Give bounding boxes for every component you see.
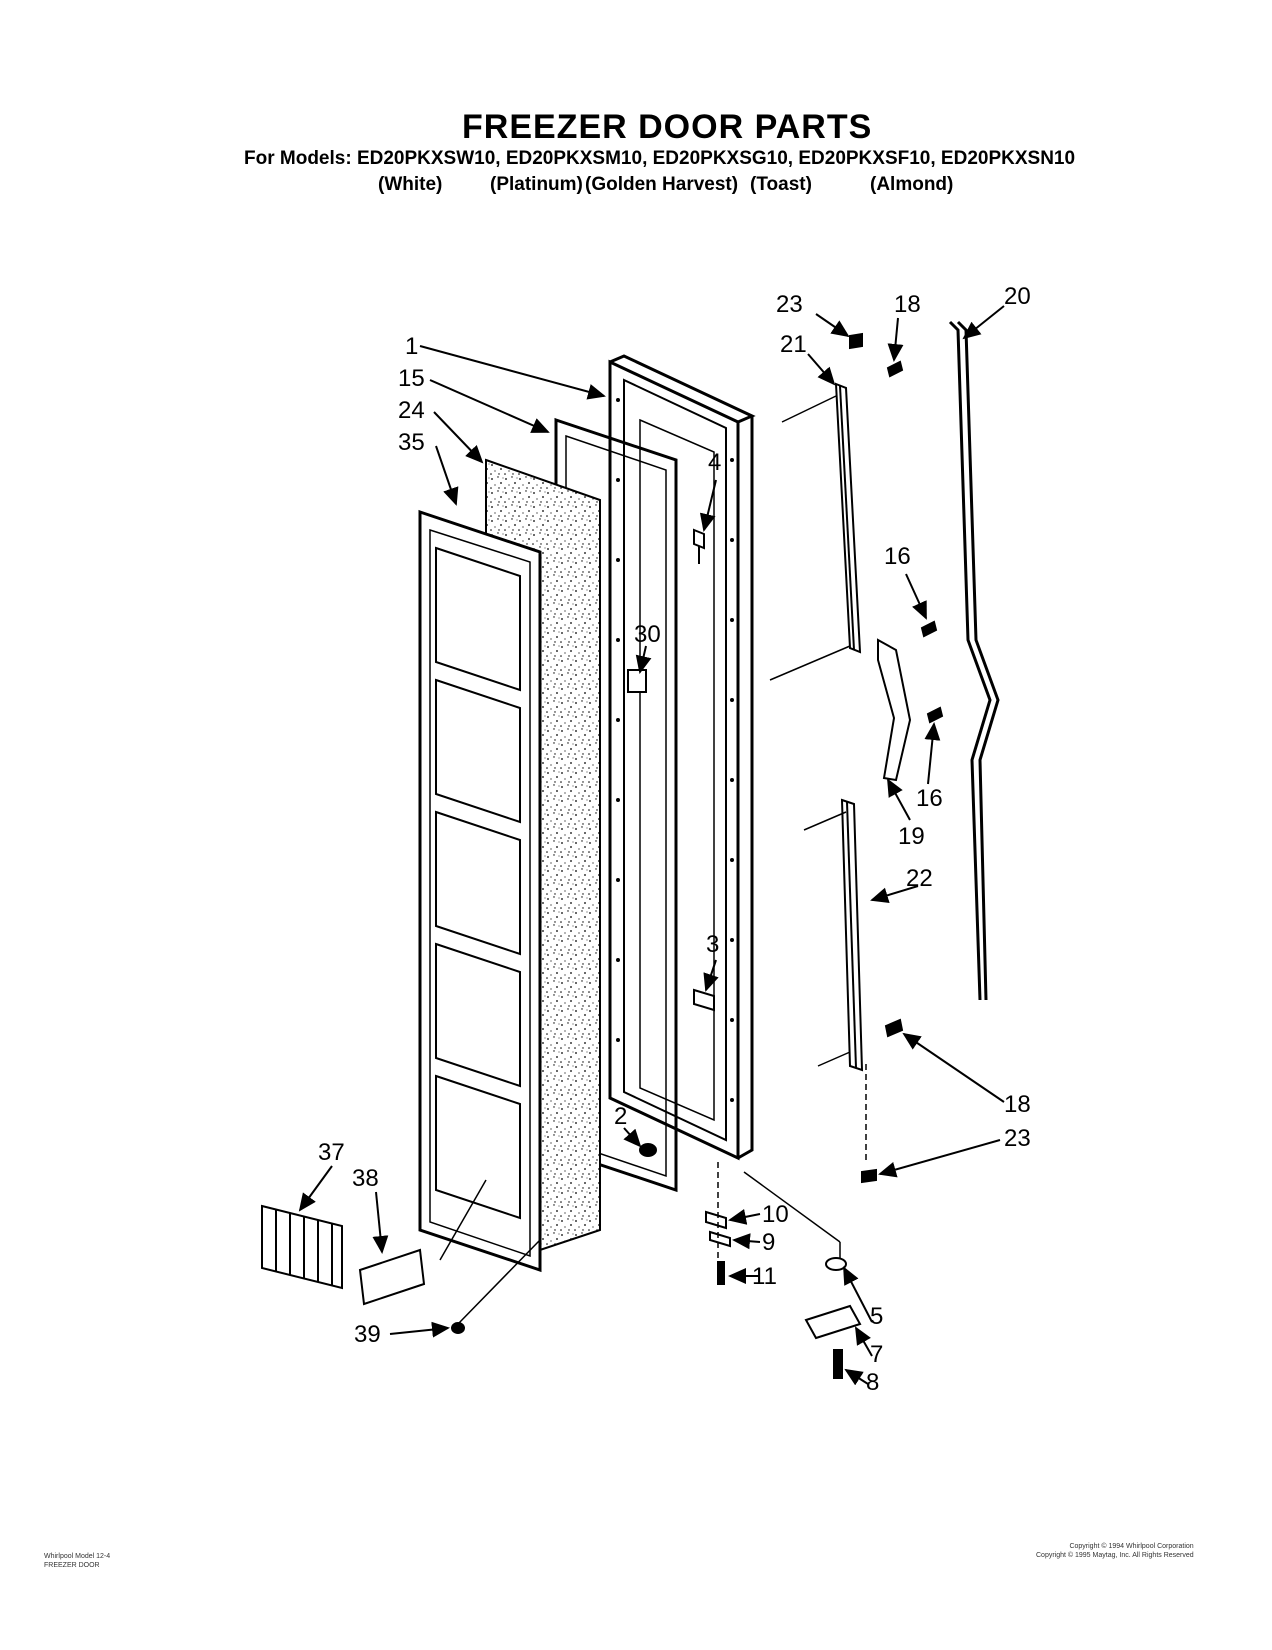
lower-handle-trim-22: [840, 798, 864, 1072]
callout-2: 2: [614, 1103, 627, 1130]
callout-10: 10: [762, 1201, 789, 1228]
callout-23-top: 23: [776, 291, 803, 318]
color-white: (White): [378, 174, 443, 195]
callout-35: 35: [398, 429, 425, 456]
callout-1: 1: [405, 333, 418, 360]
callout-9: 9: [762, 1229, 775, 1256]
callout-7: 7: [870, 1341, 883, 1368]
door-plug-2: [639, 1143, 657, 1157]
callout-21: 21: [780, 331, 807, 358]
door-bracket-3: [693, 988, 715, 1012]
callout-labels: 1 15 24 35 4 30 3 2 10 9 11 5 7 8 23 18 …: [318, 283, 1031, 1396]
door-fastener-4: [693, 528, 705, 564]
color-toast: (Toast): [750, 174, 812, 195]
screws-16-18: [884, 360, 944, 1038]
caps-23: [849, 332, 877, 1184]
callout-20: 20: [1004, 283, 1031, 310]
callout-24: 24: [398, 397, 425, 424]
footer-right-line-1: Copyright © 1994 Whirlpool Corporation: [1069, 1543, 1194, 1550]
handle-bracket-19: [877, 638, 912, 782]
assembly-lines: [439, 395, 867, 1325]
footer-left-line-2: FREEZER DOOR: [44, 1562, 100, 1569]
outer-door-panel: [608, 354, 756, 1161]
footer-right: Copyright © 1994 Whirlpool Corporation C…: [1036, 1542, 1194, 1560]
footer-left-line-1: Whirlpool Model 12-4: [44, 1553, 111, 1560]
handle-20: [948, 320, 1000, 1001]
callout-23-bottom: 23: [1004, 1125, 1031, 1152]
footer-right-line-2: Copyright © 1995 Maytag, Inc. All Rights…: [1036, 1552, 1194, 1559]
color-almond: (Almond): [870, 174, 954, 195]
callout-18-top: 18: [894, 291, 921, 318]
inner-door-liner: [418, 509, 542, 1273]
callout-3: 3: [706, 931, 719, 958]
callout-18-bottom: 18: [1004, 1091, 1031, 1118]
callout-5: 5: [870, 1303, 883, 1330]
model-list: For Models: ED20PKXSW10, ED20PKXSM10, ED…: [244, 148, 1076, 169]
callout-4: 4: [708, 449, 721, 476]
door-stop-38: [358, 1248, 426, 1306]
footer-left: Whirlpool Model 12-4 FREEZER DOOR: [44, 1552, 110, 1570]
upper-handle-trim-21: [834, 382, 862, 654]
vent-grille-37: [261, 1204, 343, 1290]
callout-16-top: 16: [884, 543, 911, 570]
callout-30: 30: [634, 621, 661, 648]
callout-37: 37: [318, 1139, 345, 1166]
callout-39: 39: [354, 1321, 381, 1348]
lower-hinge-parts: [705, 1210, 862, 1379]
color-platinum: (Platinum): [490, 174, 583, 195]
screw-39: [451, 1322, 465, 1334]
callout-38: 38: [352, 1165, 379, 1192]
page-title: FREEZER DOOR PARTS: [462, 108, 873, 146]
callout-8: 8: [866, 1369, 879, 1396]
door-clip-30: [627, 669, 647, 693]
callout-15: 15: [398, 365, 425, 392]
leader-lines: [298, 305, 1005, 1386]
callout-19: 19: [898, 823, 925, 850]
callout-16-bottom: 16: [916, 785, 943, 812]
callout-11: 11: [752, 1263, 777, 1290]
callout-22: 22: [906, 865, 933, 892]
color-golden-harvest: (Golden Harvest): [585, 174, 739, 195]
